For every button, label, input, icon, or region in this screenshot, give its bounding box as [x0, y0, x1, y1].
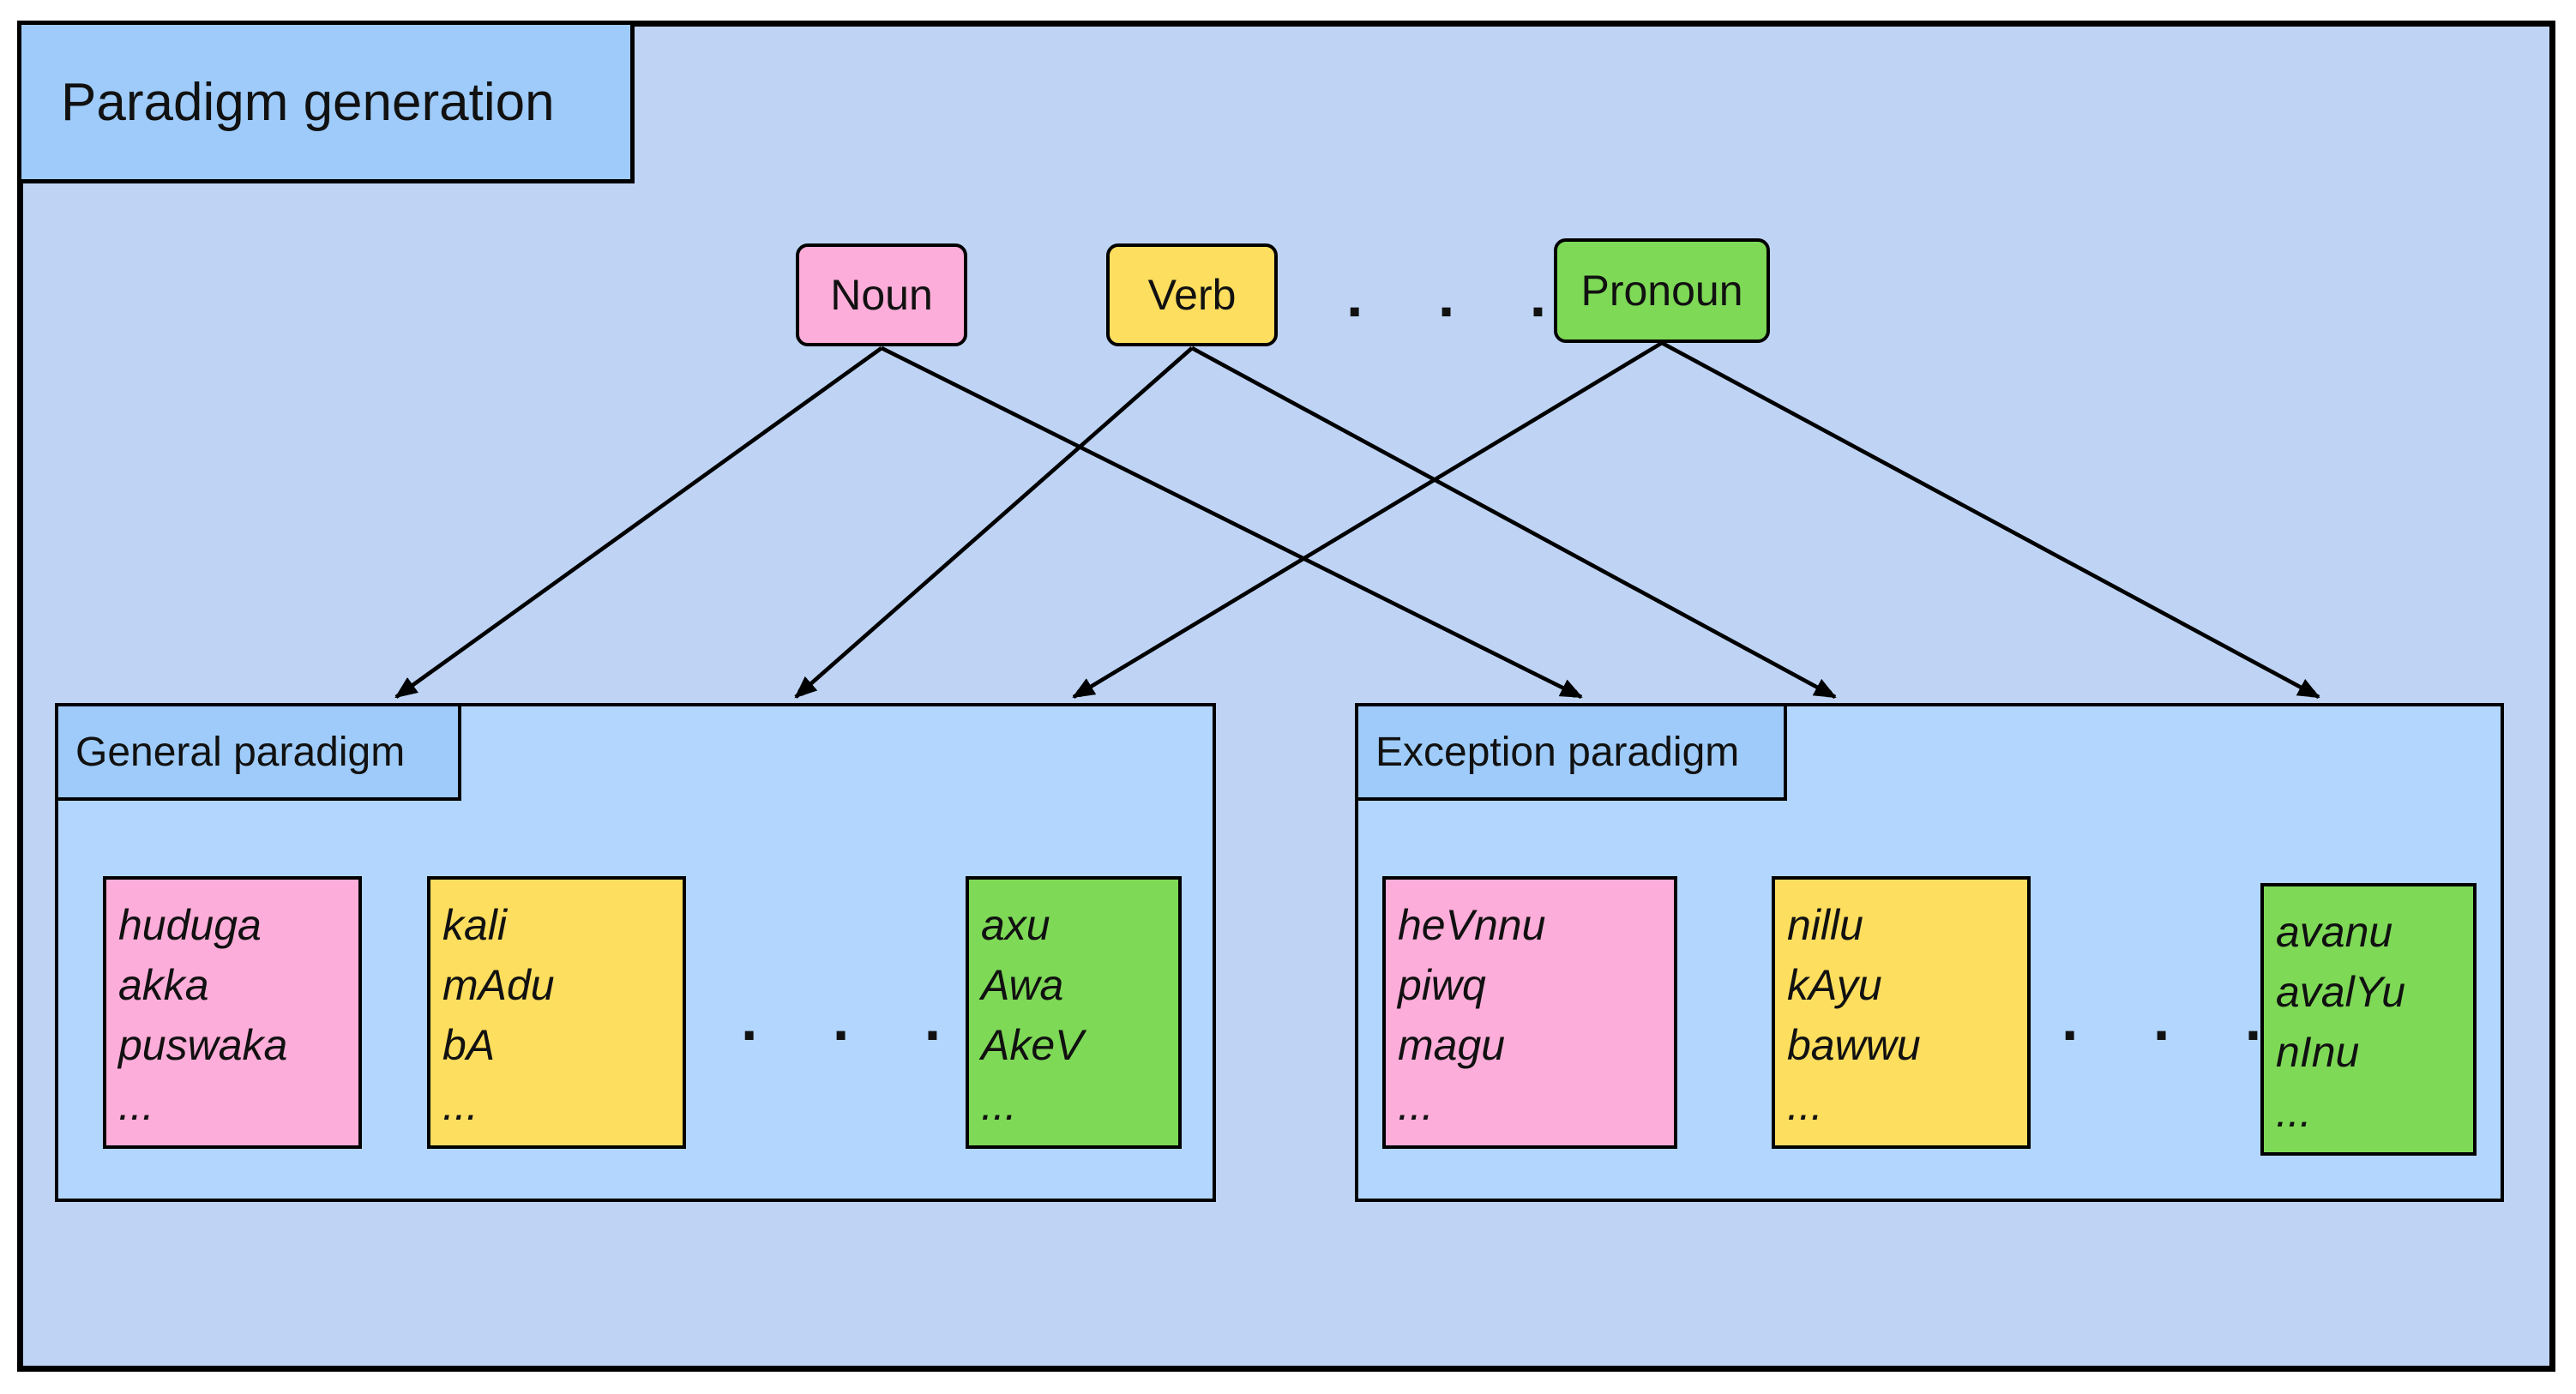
word-item: kAyu [1787, 961, 1882, 1009]
diagram-title: Paradigm generation [17, 21, 635, 183]
word-item: avanu [2276, 908, 2393, 956]
word-item: piwq [1398, 961, 1486, 1009]
panel-general-paradigm: General paradigm huduga akka puswaka ...… [55, 703, 1216, 1202]
word-box-pronoun: axu Awa AkeV ... [966, 876, 1182, 1149]
word-box-noun: heVnnu piwq magu ... [1382, 876, 1677, 1149]
word-item: avalYu [2276, 968, 2406, 1016]
word-box-verb: nillu kAyu bawwu ... [1772, 876, 2031, 1149]
word-item: heVnnu [1398, 901, 1546, 949]
category-node-noun: Noun [796, 243, 967, 346]
word-item: nInu [2276, 1028, 2360, 1076]
word-item: huduga [118, 901, 262, 949]
word-item: Awa [981, 961, 1064, 1009]
word-item: ... [442, 1081, 478, 1129]
category-ellipsis: . . . [1346, 262, 1576, 329]
panel-label: General paradigm [55, 703, 461, 801]
word-box-ellipsis: . . . [2061, 986, 2291, 1053]
word-box-verb: kali mAdu bA ... [427, 876, 686, 1149]
word-item: AkeV [981, 1021, 1084, 1069]
word-item: nillu [1787, 901, 1863, 949]
word-item: ... [1398, 1081, 1434, 1129]
word-item: magu [1398, 1021, 1506, 1069]
word-item: ... [2276, 1088, 2312, 1136]
word-item: bawwu [1787, 1021, 1921, 1069]
word-item: akka [118, 961, 209, 1009]
category-node-verb: Verb [1106, 243, 1278, 346]
panel-label: Exception paradigm [1355, 703, 1787, 801]
panel-exception-paradigm: Exception paradigm heVnnu piwq magu ... … [1355, 703, 2504, 1202]
word-item: puswaka [118, 1021, 288, 1069]
word-item: ... [1787, 1081, 1823, 1129]
category-node-pronoun: Pronoun [1554, 238, 1770, 343]
word-box-noun: huduga akka puswaka ... [103, 876, 362, 1149]
word-item: bA [442, 1021, 496, 1069]
word-item: axu [981, 901, 1050, 949]
word-item: ... [981, 1081, 1017, 1129]
word-item: mAdu [442, 961, 555, 1009]
word-item: kali [442, 901, 508, 949]
word-item: ... [118, 1081, 154, 1129]
word-box-ellipsis: . . . [741, 986, 971, 1053]
word-box-pronoun: avanu avalYu nInu ... [2260, 883, 2477, 1156]
